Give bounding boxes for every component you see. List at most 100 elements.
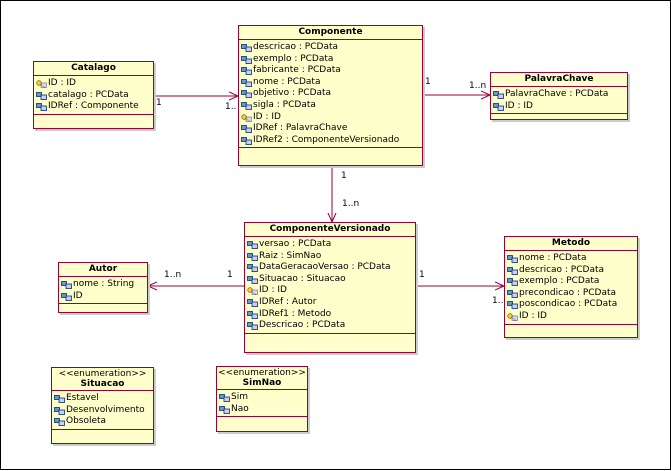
- attribute-row[interactable]: objetivo : PCData: [240, 88, 422, 100]
- attribute-row[interactable]: descricao : PCData: [506, 265, 637, 277]
- attribute-row[interactable]: sigla : PCData: [240, 100, 422, 112]
- attribute-row[interactable]: precondicao : PCData: [506, 288, 637, 300]
- attribute-text: Situacao : Situacao: [259, 273, 346, 284]
- attribute-row[interactable]: Obsoleta: [53, 416, 153, 428]
- class-name: Metodo: [505, 237, 637, 251]
- attribute-icon: [241, 55, 252, 64]
- attribute-row[interactable]: Estavel: [53, 393, 153, 405]
- attribute-row[interactable]: ID: [60, 291, 147, 303]
- attribute-row[interactable]: fabricante : PCData: [240, 65, 422, 77]
- attribute-text: ID : ID: [48, 78, 76, 88]
- attribute-text: Sim: [231, 392, 248, 402]
- attribute-row[interactable]: DataGeracaoVersao : PCData: [246, 262, 415, 274]
- stereotype-label: <<enumeration>>: [58, 369, 147, 379]
- attribute-row[interactable]: nome : String: [60, 279, 147, 291]
- attribute-icon: [247, 252, 258, 261]
- multiplicity-autor-from-versionado: 1..n: [164, 270, 182, 280]
- attribute-row[interactable]: Nao: [218, 404, 307, 416]
- class-name: Situacao: [80, 379, 125, 389]
- multiplicity-palavra-from-componente: 1..n: [469, 81, 487, 91]
- attribute-row[interactable]: IDRef : Autor: [246, 297, 415, 309]
- attribute-row[interactable]: IDRef2 : ComponenteVersionado: [240, 135, 422, 147]
- attribute-text: exemplo : PCData: [519, 276, 600, 287]
- attribute-text: DataGeracaoVersao : PCData: [259, 262, 391, 273]
- attribute-row[interactable]: Raiz : SimNao: [246, 251, 415, 263]
- multiplicity-versionado-to-autor: 1: [227, 270, 233, 280]
- attribute-text: Nao: [231, 403, 249, 414]
- attribute-text: Estavel: [66, 393, 99, 403]
- multiplicity-componente-to-versionado: 1: [341, 171, 347, 181]
- attribute-text: Desenvolvimento: [66, 404, 145, 415]
- attribute-icon: [241, 90, 252, 99]
- attribute-row[interactable]: ID : ID: [240, 112, 422, 124]
- attribute-row[interactable]: ID : ID: [506, 311, 637, 323]
- attribute-text: objetivo : PCData: [253, 88, 332, 99]
- attribute-row[interactable]: Situacao : Situacao: [246, 274, 415, 286]
- attribute-row[interactable]: ID : ID: [246, 285, 415, 297]
- key-attribute-icon: [241, 113, 252, 122]
- attribute-text: poscondicao : PCData: [519, 299, 618, 310]
- class-name: PalavraChave: [491, 73, 627, 87]
- attribute-row[interactable]: ID : ID: [492, 101, 627, 113]
- attribute-row[interactable]: nome : PCData: [506, 253, 637, 265]
- attribute-row[interactable]: ID : ID: [35, 78, 153, 90]
- attribute-text: precondicao : PCData: [519, 287, 617, 298]
- class-name: Catalago: [34, 62, 153, 76]
- attribute-row[interactable]: versao : PCData: [246, 239, 415, 251]
- attribute-icon: [241, 78, 252, 87]
- attribute-text: ID: [73, 290, 83, 301]
- attribute-row[interactable]: exemplo : PCData: [506, 276, 637, 288]
- attribute-row[interactable]: PalavraChave : PCData: [492, 89, 627, 101]
- multiplicity-versionado-to-metodo: 1: [419, 270, 425, 280]
- attribute-icon: [507, 289, 518, 298]
- attribute-row[interactable]: catalago : PCData: [35, 90, 153, 102]
- attribute-row[interactable]: IDRef : PalavraChave: [240, 123, 422, 135]
- attribute-row[interactable]: poscondicao : PCData: [506, 299, 637, 311]
- multiplicity-componente-from-catalago: 1..: [225, 102, 237, 112]
- attribute-icon: [507, 278, 518, 287]
- attribute-text: nome : String: [73, 279, 135, 289]
- attribute-icon: [61, 281, 72, 289]
- attribute-row[interactable]: IDRef : Componente: [35, 101, 153, 113]
- operation-compartment: [505, 325, 637, 334]
- stereotype-label: <<enumeration>>: [218, 368, 306, 378]
- class-name: Componente: [239, 26, 422, 40]
- attribute-row[interactable]: nome : PCData: [240, 77, 422, 89]
- attribute-icon: [507, 266, 518, 275]
- attribute-text: nome : PCData: [253, 76, 321, 87]
- attribute-icon: [241, 102, 252, 110]
- attribute-row[interactable]: exemplo : PCData: [240, 54, 422, 66]
- attribute-row[interactable]: IDRef1 : Metodo: [246, 309, 415, 321]
- attribute-icon: [54, 395, 65, 403]
- attribute-icon: [241, 125, 252, 134]
- attribute-row[interactable]: Sim: [218, 392, 307, 404]
- attribute-row[interactable]: descricao : PCData: [240, 42, 422, 54]
- attribute-text: descricao : PCData: [253, 42, 339, 52]
- attribute-text: IDRef : PalavraChave: [253, 123, 348, 134]
- class-componente[interactable]: Componente descricao : PCData exemplo : P…: [238, 25, 423, 166]
- operation-compartment: [217, 417, 307, 426]
- attribute-row[interactable]: Desenvolvimento: [53, 405, 153, 417]
- attribute-text: sigla : PCData: [253, 99, 316, 110]
- attribute-text: ID : ID: [259, 285, 287, 296]
- attribute-icon: [247, 241, 258, 249]
- operation-compartment: [239, 148, 422, 157]
- attribute-text: IDRef : Componente: [48, 101, 139, 112]
- attribute-icon: [219, 394, 230, 402]
- attribute-text: IDRef1 : Metodo: [259, 308, 332, 319]
- attribute-row[interactable]: Descricao : PCData: [246, 320, 415, 332]
- attribute-icon: [36, 103, 47, 112]
